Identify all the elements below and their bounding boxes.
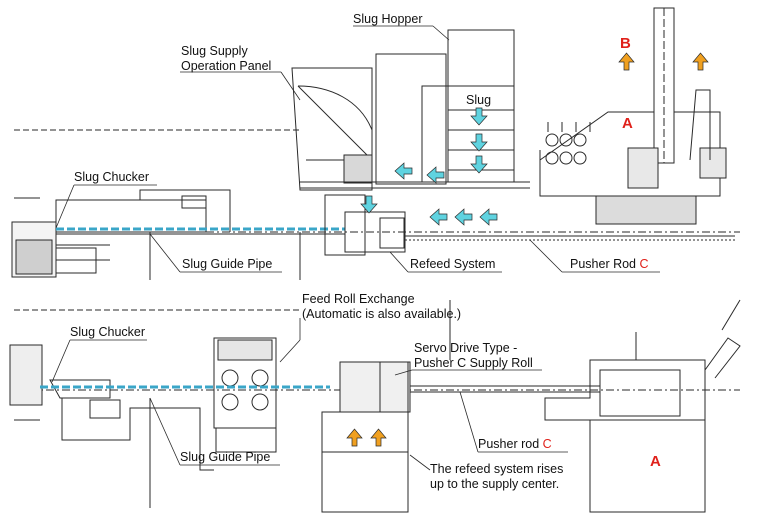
refeed-system-top xyxy=(324,194,366,256)
pusher-unit-a-bottom xyxy=(544,359,706,421)
label-refeed-note-1: The refeed system rises xyxy=(430,462,564,476)
marker-b: B xyxy=(620,35,631,52)
marker-a-bottom: A xyxy=(650,453,661,470)
label-slug-guide-pipe-top: Slug Guide Pipe xyxy=(182,257,273,271)
leader-lines xyxy=(51,25,660,471)
label-feed-roll-2: (Automatic is also available.) xyxy=(302,307,462,321)
label-slug-supply-1: Slug Supply xyxy=(181,44,248,58)
label-refeed-system: Refeed System xyxy=(410,257,496,271)
slug-flow-arrows-top xyxy=(360,107,498,226)
label-servo-2: Pusher C Supply Roll xyxy=(414,356,533,370)
pusher-rod-bottom-text: Pusher rod xyxy=(478,437,543,451)
label-servo-1: Servo Drive Type - xyxy=(414,341,518,355)
marker-a-top: A xyxy=(622,115,633,132)
label-pusher-rod-top: Pusher Rod C xyxy=(570,257,649,272)
label-slug-hopper: Slug Hopper xyxy=(353,12,423,26)
slug-hopper-box xyxy=(447,29,515,87)
label-slug: Slug xyxy=(466,93,492,107)
label-slug-guide-pipe-bottom: Slug Guide Pipe xyxy=(180,450,271,464)
label-feed-roll-1: Feed Roll Exchange xyxy=(302,292,415,306)
slug-chucker-bottom xyxy=(9,344,43,406)
label-slug-chucker-bottom: Slug Chucker xyxy=(70,325,146,339)
pusher-rod-top-letter: C xyxy=(639,257,649,271)
lift-arrows-bottom xyxy=(346,428,387,447)
label-slug-supply-2: Operation Panel xyxy=(181,59,272,73)
lift-arrows-top xyxy=(618,52,709,71)
servo-supply-roll xyxy=(339,361,411,413)
label-pusher-rod-bottom: Pusher rod C xyxy=(478,437,552,452)
label-refeed-note-2: up to the supply center. xyxy=(430,477,560,491)
pusher-rod-top-text: Pusher Rod xyxy=(570,257,640,271)
bottom-view xyxy=(9,299,741,513)
label-slug-chucker-top: Slug Chucker xyxy=(74,170,150,184)
pusher-rod-bottom-letter: C xyxy=(542,437,552,451)
